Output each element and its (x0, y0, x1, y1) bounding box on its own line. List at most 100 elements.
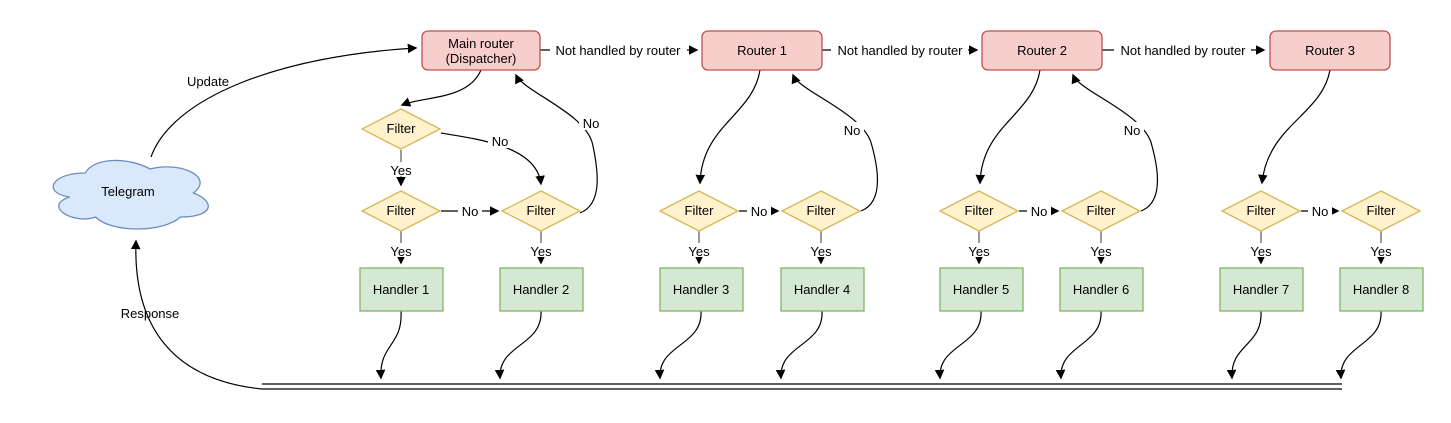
edge-label-bg (388, 162, 415, 176)
dispatcher-label-line1: Main router (448, 36, 514, 51)
edge-h8-to-bus (1335, 310, 1382, 380)
edge-label-bg (1248, 243, 1275, 257)
edge-label-bg (686, 243, 713, 257)
router3-node: Router 3 (1269, 30, 1391, 71)
edge-response (130, 239, 263, 390)
response-label: Response (121, 306, 180, 321)
filter-g1-right: Filter (500, 190, 582, 232)
router1-node: Router 1 (701, 30, 823, 71)
filter-label: Filter (965, 203, 995, 218)
edge-label-bg (1308, 204, 1332, 218)
filter-g2-right: Filter (780, 190, 862, 232)
cloud-shape (52, 159, 209, 230)
not-handled-label-2: Not handled by router (837, 43, 963, 58)
filter-diamond (1060, 190, 1142, 232)
not-handled-label-1: Not handled by router (555, 43, 681, 58)
filter-top-dispatcher: Filter (360, 108, 442, 150)
edge-label-bg (579, 115, 603, 130)
router2-box (981, 30, 1103, 71)
yes-label-h3: Yes (688, 244, 710, 259)
filter-g2-left: Filter (658, 190, 740, 232)
filter-diamond (938, 190, 1020, 232)
filter-diamond (1220, 190, 1302, 232)
handler5-box (939, 267, 1024, 312)
edge-h7-to-bus (1226, 310, 1262, 380)
edge-labels: Update Response Not handled by router No… (121, 42, 1395, 321)
edge-label-bg (1027, 204, 1051, 218)
edge-return-router2 (1071, 73, 1158, 212)
yes-label-h8: Yes (1370, 244, 1392, 259)
edge-update (150, 43, 418, 158)
router1-box (701, 30, 823, 71)
edge-h1-to-bus (375, 310, 402, 380)
edge-label-bg (747, 204, 771, 218)
edge-router3-to-filter (1258, 69, 1331, 185)
handler5-node: Handler 5 (939, 267, 1024, 312)
edge-label-bg (808, 243, 835, 257)
router2-label: Router 2 (1017, 43, 1067, 58)
handler5-label: Handler 5 (953, 282, 1009, 297)
nodes: Telegram Main router (Dispatcher) Router… (52, 30, 1424, 312)
handler4-label: Handler 4 (794, 282, 850, 297)
handler6-node: Handler 6 (1059, 267, 1144, 312)
handler8-label: Handler 8 (1353, 282, 1409, 297)
router3-box (1269, 30, 1391, 71)
edge-label-bg (550, 42, 687, 58)
edges (130, 43, 1386, 390)
handler1-label: Handler 1 (373, 282, 429, 297)
filter-diamond (500, 190, 582, 232)
handler2-node: Handler 2 (499, 267, 584, 312)
handler1-node: Handler 1 (359, 267, 444, 312)
filter-label: Filter (1087, 203, 1117, 218)
no-label-g2: No (751, 204, 768, 219)
edge-h4-to-bus (775, 310, 823, 380)
handler6-box (1059, 267, 1144, 312)
router3-label: Router 3 (1305, 43, 1355, 58)
no-label-g3: No (1031, 204, 1048, 219)
edge-label-bg (1368, 243, 1395, 257)
edge-router2-to-filter (975, 69, 1041, 185)
no-label-g1: No (462, 204, 479, 219)
no-label-topfilter: No (492, 134, 509, 149)
filter-label: Filter (1247, 203, 1277, 218)
no-label-return-router1: No (844, 123, 861, 138)
handler3-node: Handler 3 (659, 267, 744, 312)
handler4-node: Handler 4 (780, 267, 865, 312)
filter-label: Filter (685, 203, 715, 218)
edge-label-bg (388, 243, 415, 257)
handler7-box (1219, 267, 1304, 312)
handler6-label: Handler 6 (1073, 282, 1129, 297)
filter-label: Filter (387, 203, 417, 218)
dispatcher-box (421, 30, 541, 71)
edge-label-bg (840, 122, 864, 137)
filter-g3-right: Filter (1060, 190, 1142, 232)
edge-label-bg (1088, 243, 1115, 257)
handler3-label: Handler 3 (673, 282, 729, 297)
filter-diamond (360, 108, 442, 150)
handler3-box (659, 267, 744, 312)
handler2-label: Handler 2 (513, 282, 569, 297)
filter-g3-left: Filter (938, 190, 1020, 232)
filter-label: Filter (387, 121, 417, 136)
edge-h6-to-bus (1055, 310, 1102, 380)
dispatcher-label-line2: (Dispatcher) (446, 51, 517, 66)
edge-label-bg (966, 243, 993, 257)
filter-label: Filter (1367, 203, 1397, 218)
filter-g4-right: Filter (1340, 190, 1422, 232)
no-label-return-router2: No (1124, 123, 1141, 138)
handler4-box (780, 267, 865, 312)
filter-label: Filter (807, 203, 837, 218)
handler8-node: Handler 8 (1339, 267, 1424, 312)
edge-label-bg (1114, 42, 1251, 58)
not-handled-label-3: Not handled by router (1120, 43, 1246, 58)
edge-return-dispatcher (515, 73, 598, 214)
yes-label-h6: Yes (1090, 244, 1112, 259)
edge-label-bg (458, 204, 482, 218)
router2-node: Router 2 (981, 30, 1103, 71)
telegram-label: Telegram (101, 184, 154, 199)
no-label-return-dispatcher: No (583, 116, 600, 131)
filter-diamond (658, 190, 740, 232)
edge-h2-to-bus (494, 310, 542, 380)
yes-label-h4: Yes (810, 244, 832, 259)
